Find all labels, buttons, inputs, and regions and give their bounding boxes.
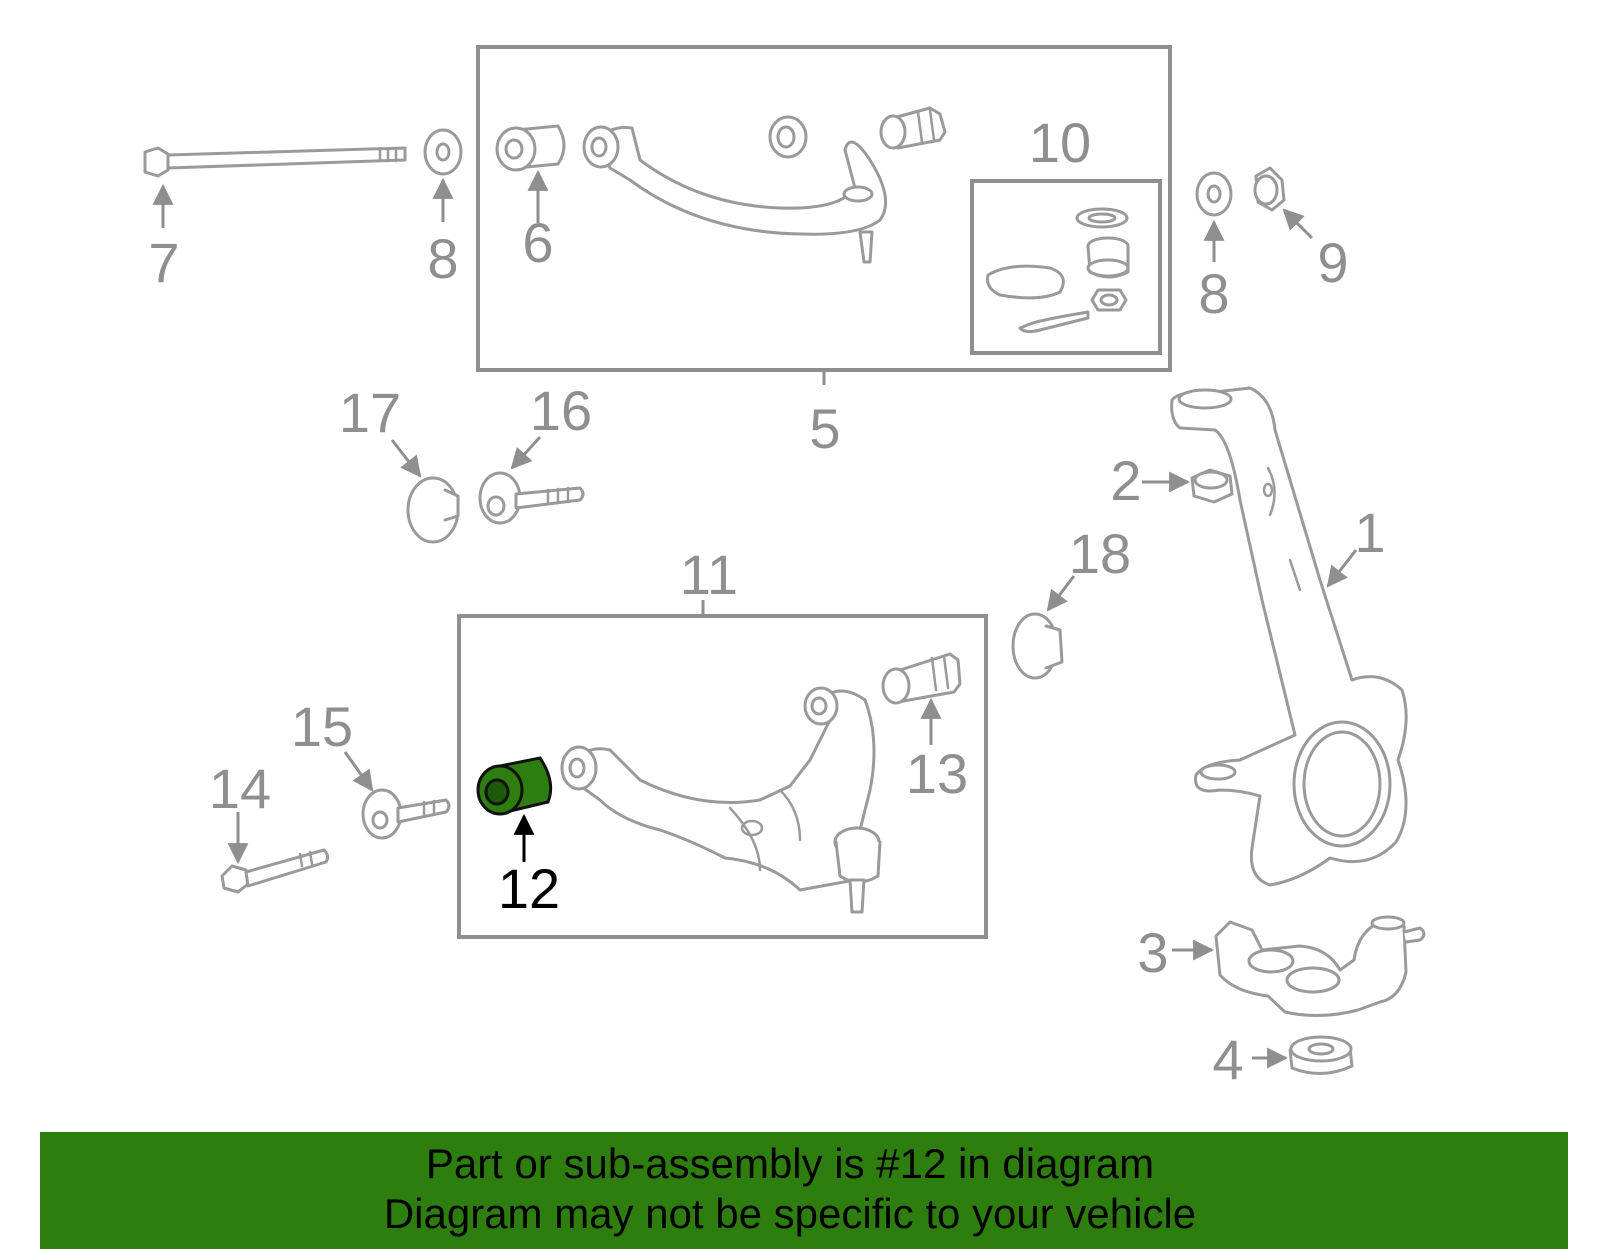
long-bolt-part-7[interactable] bbox=[143, 146, 407, 178]
ball-joint-kit-part-10[interactable] bbox=[986, 207, 1130, 334]
nut-part-4[interactable] bbox=[1288, 1035, 1354, 1075]
banner-line-part-number: Part or sub-assembly is #12 in diagram bbox=[425, 1140, 1155, 1187]
banner-line-disclaimer: Diagram may not be specific to your vehi… bbox=[383, 1190, 1197, 1237]
callout-6: 6 bbox=[522, 211, 553, 274]
bolt-part-14[interactable] bbox=[220, 848, 330, 894]
notice-banner: Part or sub-assembly is #12 in diagram D… bbox=[40, 1132, 1568, 1249]
lower-control-arm bbox=[560, 686, 882, 914]
cam-bolt-part-15[interactable] bbox=[361, 788, 451, 840]
callout-2: 2 bbox=[1110, 449, 1141, 512]
callout-3: 3 bbox=[1137, 921, 1168, 984]
bushing-part-12-highlighted[interactable] bbox=[476, 756, 553, 816]
bracket-part-3[interactable] bbox=[1214, 915, 1426, 1018]
callout-17: 17 bbox=[339, 381, 401, 444]
bushing-part-13[interactable] bbox=[881, 652, 962, 705]
plug-part-18[interactable] bbox=[1011, 612, 1064, 680]
steering-knuckle-part-1[interactable] bbox=[1170, 386, 1408, 887]
callout-18: 18 bbox=[1069, 522, 1131, 585]
callout-9: 9 bbox=[1317, 231, 1348, 294]
callout-15: 15 bbox=[291, 695, 353, 758]
washer-part-8-right[interactable] bbox=[1195, 171, 1233, 217]
callout-7: 7 bbox=[148, 231, 179, 294]
upper-arm-bushing bbox=[879, 106, 947, 150]
bushing-part-6[interactable] bbox=[495, 124, 566, 172]
callout-4: 4 bbox=[1212, 1028, 1243, 1091]
callout-16: 16 bbox=[530, 379, 592, 442]
callout-13: 13 bbox=[906, 742, 968, 805]
callout-14: 14 bbox=[209, 757, 271, 820]
nut-part-9[interactable] bbox=[1253, 166, 1286, 212]
callout-11: 11 bbox=[680, 543, 738, 606]
callout-10: 10 bbox=[1029, 111, 1091, 174]
callout-5: 5 bbox=[809, 397, 840, 460]
callout-12-highlighted: 12 bbox=[498, 857, 560, 920]
washer-part-8-left[interactable] bbox=[423, 128, 463, 176]
callout-8-right: 8 bbox=[1198, 262, 1229, 325]
nut-part-2[interactable] bbox=[1190, 468, 1234, 504]
cam-bolt-part-16[interactable] bbox=[478, 471, 585, 525]
ball-joint-kit-box bbox=[970, 179, 1162, 355]
lower-arm-assembly-box bbox=[457, 614, 988, 939]
callout-1: 1 bbox=[1354, 501, 1385, 564]
cam-washer-part-17[interactable] bbox=[406, 476, 460, 544]
callout-8-left: 8 bbox=[427, 227, 458, 290]
upper-control-arm bbox=[582, 115, 888, 264]
